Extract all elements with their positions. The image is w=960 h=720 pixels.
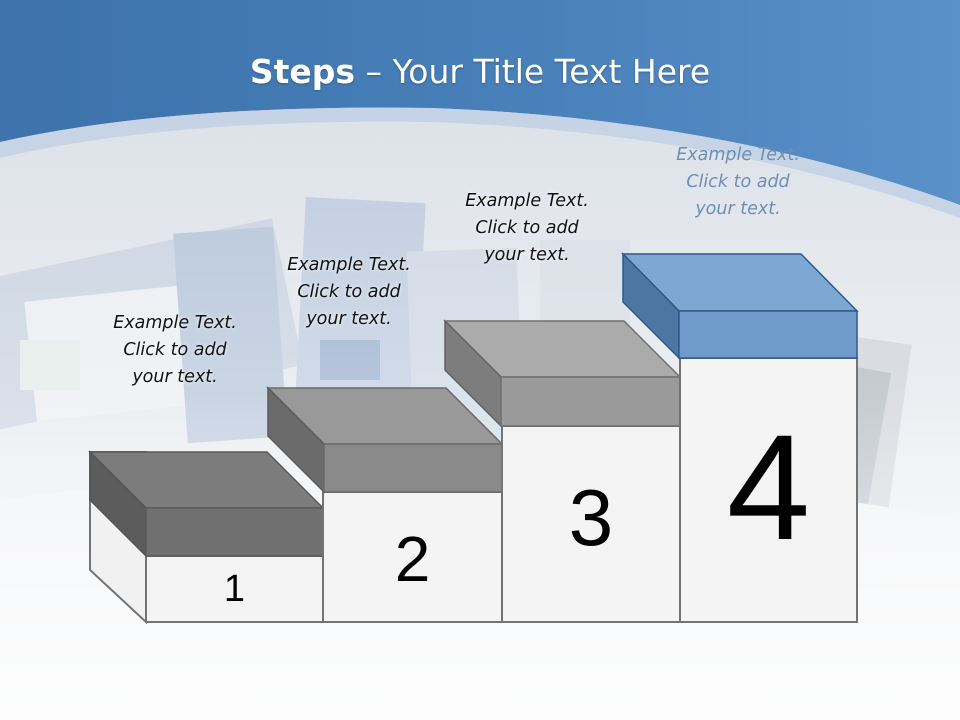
callout-line: Example Text. [676,145,800,165]
callout-line: your text. [695,199,781,219]
callout-line: Click to add [686,172,790,192]
step-1-number: 1 [223,568,246,610]
title-text: – Your Title Text Here [355,52,711,91]
step-3-block [443,319,682,623]
title-keyword: Steps [249,52,356,91]
step-2-callout[interactable]: Example Text. Click to add your text. [249,252,449,333]
step-3-callout[interactable]: Example Text. Click to add your text. [427,188,627,269]
callout-line: Click to add [123,340,227,360]
header-band [0,0,960,218]
callout-line: your text. [484,245,570,265]
slide-title[interactable]: Steps – Your Title Text Here [0,52,960,91]
step-1-callout[interactable]: Example Text. Click to add your text. [75,310,275,391]
step-4-block [621,252,859,623]
callout-line: your text. [306,309,392,329]
step-3-number: 3 [568,473,614,562]
step-2-block [266,386,504,623]
callout-line: Example Text. [113,313,237,333]
callout-line: Click to add [297,282,401,302]
step-4-number: 4 [726,403,811,571]
step-4-callout[interactable]: Example Text. Click to add your text. [638,142,838,223]
callout-line: Click to add [475,218,579,238]
callout-line: your text. [132,367,218,387]
callout-line: Example Text. [465,191,589,211]
step-2-number: 2 [394,523,431,595]
callout-line: Example Text. [287,255,411,275]
